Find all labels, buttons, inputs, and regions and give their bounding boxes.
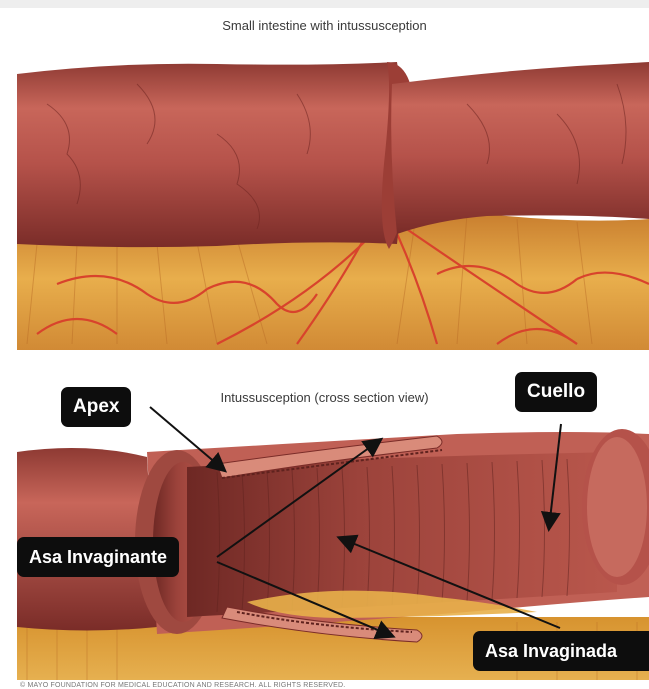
copyright-notice: © MAYO FOUNDATION FOR MEDICAL EDUCATION … — [20, 682, 345, 689]
top-figure-caption: Small intestine with intussusception — [0, 18, 649, 33]
top-border-strip — [0, 0, 649, 8]
asa-invaginante-label: Asa Invaginante — [17, 537, 179, 577]
apex-label: Apex — [61, 387, 131, 427]
asa-invaginada-label: Asa Invaginada — [473, 631, 649, 671]
cuello-label: Cuello — [515, 372, 597, 412]
external-view-illustration — [17, 44, 649, 350]
